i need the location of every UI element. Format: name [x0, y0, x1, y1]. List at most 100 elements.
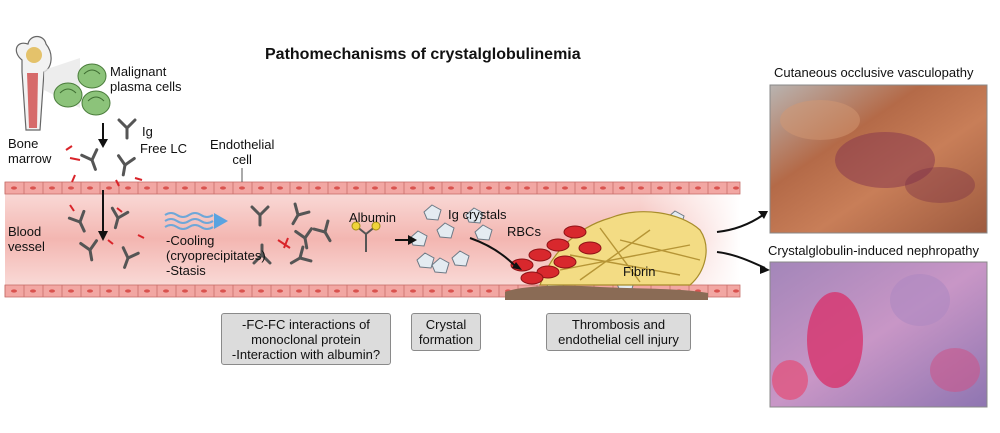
endothelial-cell-nucleus — [315, 186, 321, 190]
ig-crystal — [409, 230, 428, 247]
endothelial-cell-nucleus — [524, 186, 530, 190]
ig-crystal — [431, 257, 450, 274]
endothelial-cell-nucleus — [467, 289, 473, 293]
endothelial-cell-nucleus — [600, 186, 606, 190]
ig-crystal — [474, 224, 493, 241]
free-light-chain-mark — [115, 179, 120, 187]
fc-interaction-box: -FC-FC interactions of monoclonal protei… — [221, 313, 391, 365]
endothelial-cell-nucleus — [163, 289, 169, 293]
endothelial-cell-nucleus — [429, 186, 435, 190]
free-light-chain-mark — [116, 207, 123, 213]
endothelial-cell-nucleus — [87, 289, 93, 293]
free-light-chain-mark — [277, 239, 291, 249]
endothelial-cell-nucleus — [562, 186, 568, 190]
nephropathy-panel-title: Crystalglobulin-induced nephropathy — [768, 243, 980, 258]
endothelial-cell-nucleus — [353, 186, 359, 190]
endothelial-cell-nucleus — [49, 289, 55, 293]
free-light-chain-mark — [69, 157, 81, 161]
endothelial-cell-nucleus — [258, 186, 264, 190]
endothelial-cell-nucleus — [106, 186, 112, 190]
endothelial-cell-nucleus — [277, 186, 283, 190]
immunoglobulin-icon — [110, 206, 130, 230]
endothelial-cell-nucleus — [87, 186, 93, 190]
rbc — [563, 225, 587, 239]
endothelial-cell-nucleus — [220, 186, 226, 190]
endothelial-cell-nucleus — [163, 186, 169, 190]
ig-label: Ig — [142, 124, 153, 139]
endothelial-cell-nucleus — [372, 186, 378, 190]
endothelial-cell-nucleus — [448, 289, 454, 293]
free-light-chain-mark — [283, 237, 289, 249]
free-lc-label: Free LC — [140, 141, 187, 156]
cooling-flow-icon — [164, 212, 228, 230]
endothelial-cell-nucleus — [144, 289, 150, 293]
endothelial-cell-nucleus — [714, 289, 720, 293]
endothelial-cell-nucleus — [239, 289, 245, 293]
free-light-chain-mark — [137, 234, 145, 239]
rbc — [553, 255, 577, 269]
endothelial-cell-nucleus — [676, 186, 682, 190]
endothelial-cell-nucleus — [296, 186, 302, 190]
endothelial-cell-nucleus — [125, 289, 131, 293]
free-light-chain-mark — [134, 177, 143, 181]
ig-crystal — [465, 207, 484, 224]
rbc — [520, 271, 544, 285]
ig-crystal — [416, 252, 435, 269]
endothelial-cell-nucleus — [448, 186, 454, 190]
endothelial-cell-nucleus — [391, 289, 397, 293]
malignant-plasma-cells-label: Malignant plasma cells — [110, 64, 182, 94]
endothelial-cell-nucleus — [182, 186, 188, 190]
endothelial-cell-nucleus — [182, 289, 188, 293]
rbc — [536, 265, 560, 279]
endothelial-cell-nucleus — [144, 186, 150, 190]
endothelial-cell-nucleus — [334, 289, 340, 293]
albumin-icon — [351, 221, 381, 252]
ig-crystal — [436, 222, 455, 239]
immunoglobulin-icon — [312, 219, 332, 243]
immunoglobulin-icon — [79, 239, 98, 262]
blood-vessel-label: Blood vessel — [8, 224, 45, 254]
endothelial-cell-nucleus — [733, 289, 739, 293]
immunoglobulin-icon — [80, 148, 99, 171]
endothelial-cell-nucleus — [353, 289, 359, 293]
endothelial-cell-nucleus — [201, 289, 207, 293]
rbc — [528, 248, 552, 262]
diagram-title: Pathomechanisms of crystalglobulinemia — [265, 46, 581, 63]
endothelial-cell-nucleus — [714, 186, 720, 190]
endothelial-cell-nucleus — [695, 186, 701, 190]
free-light-chain-mark — [71, 174, 76, 183]
immunoglobulin-icon — [117, 154, 136, 177]
endothelial-cell-label: Endothelial cell — [210, 137, 275, 167]
rbcs-label: RBCs — [507, 224, 541, 239]
rbc — [546, 238, 570, 252]
endothelial-cell-nucleus — [334, 186, 340, 190]
immunoglobulin-icon — [252, 243, 272, 265]
endothelial-cell-nucleus — [543, 186, 549, 190]
immunoglobulin-icon — [294, 227, 313, 250]
fibrin-label: Fibrin — [623, 264, 656, 279]
endothelial-cell-nucleus — [11, 186, 17, 190]
endothelial-cell-nucleus — [391, 186, 397, 190]
endothelial-cell-nucleus — [657, 186, 663, 190]
endothelial-cell-nucleus — [30, 186, 36, 190]
endothelial-cell-nucleus — [315, 289, 321, 293]
endothelial-cell-nucleus — [11, 289, 17, 293]
endothelial-cell-nucleus — [619, 186, 625, 190]
endothelial-cell-nucleus — [410, 289, 416, 293]
endothelial-cell-nucleus — [505, 186, 511, 190]
endothelial-cell-nucleus — [429, 289, 435, 293]
free-light-chain-mark — [69, 204, 75, 212]
cooling-stasis-label: -Cooling (cryoprecipitates) -Stasis — [166, 233, 266, 278]
immunoglobulin-icon — [291, 202, 311, 226]
ig-crystals-label: Ig crystals — [448, 207, 507, 222]
endothelial-cell-nucleus — [258, 289, 264, 293]
rbc — [578, 241, 602, 255]
immunoglobulin-icon — [67, 209, 86, 233]
endothelial-cell-nucleus — [581, 186, 587, 190]
arrow-heads — [98, 139, 770, 274]
bone-marrow-label: Bone marrow — [8, 136, 52, 166]
endothelial-cell-nucleus — [486, 186, 492, 190]
thrombus — [505, 211, 708, 300]
endothelial-cell-nucleus — [220, 289, 226, 293]
endothelial-cell-nucleus — [733, 186, 739, 190]
